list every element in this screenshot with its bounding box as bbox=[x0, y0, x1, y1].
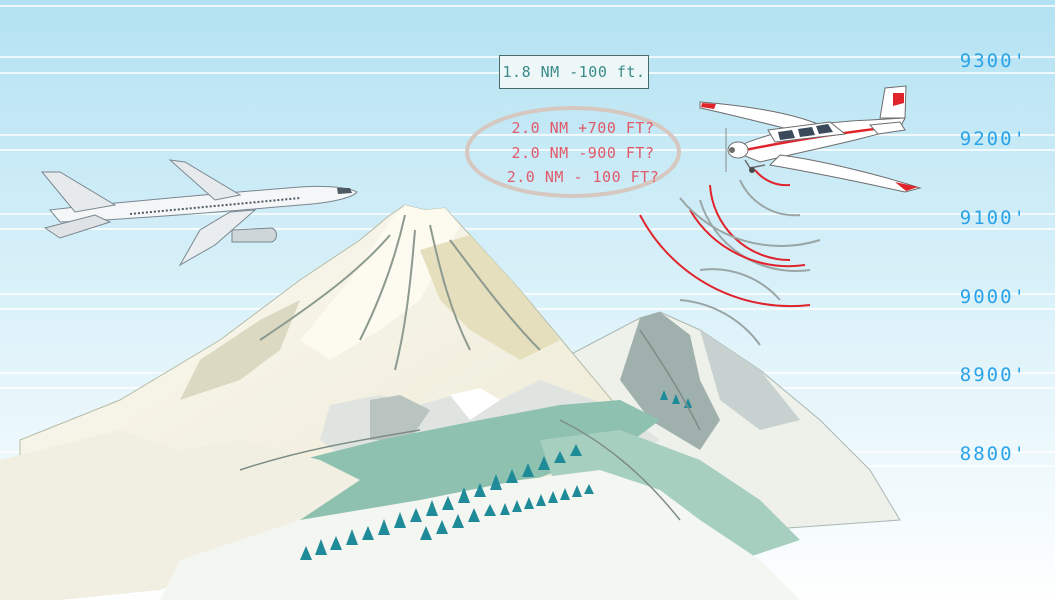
ambiguous-report-3: 2.0 NM - 100 FT? bbox=[506, 168, 660, 186]
altitude-label-8800: 8800' bbox=[959, 443, 1027, 465]
ambiguous-report-1: 2.0 NM +700 FT? bbox=[511, 119, 655, 137]
altitude-label-8900: 8900' bbox=[959, 364, 1027, 386]
mountain-range bbox=[0, 204, 901, 600]
altitude-label-9000: 9000' bbox=[959, 286, 1027, 308]
airliner-icon bbox=[40, 159, 358, 267]
ambiguous-report-2: 2.0 NM -900 FT? bbox=[511, 144, 655, 162]
small-aircraft-icon bbox=[699, 85, 922, 193]
signal-waves bbox=[639, 169, 821, 346]
altitude-label-9100: 9100' bbox=[959, 207, 1027, 229]
traffic-readout: 1.8 NM -100 ft. bbox=[499, 55, 649, 89]
ambiguity-ellipse bbox=[465, 106, 681, 198]
altitude-label-9300: 9300' bbox=[959, 50, 1027, 72]
altitude-label-9200: 9200' bbox=[959, 128, 1027, 150]
